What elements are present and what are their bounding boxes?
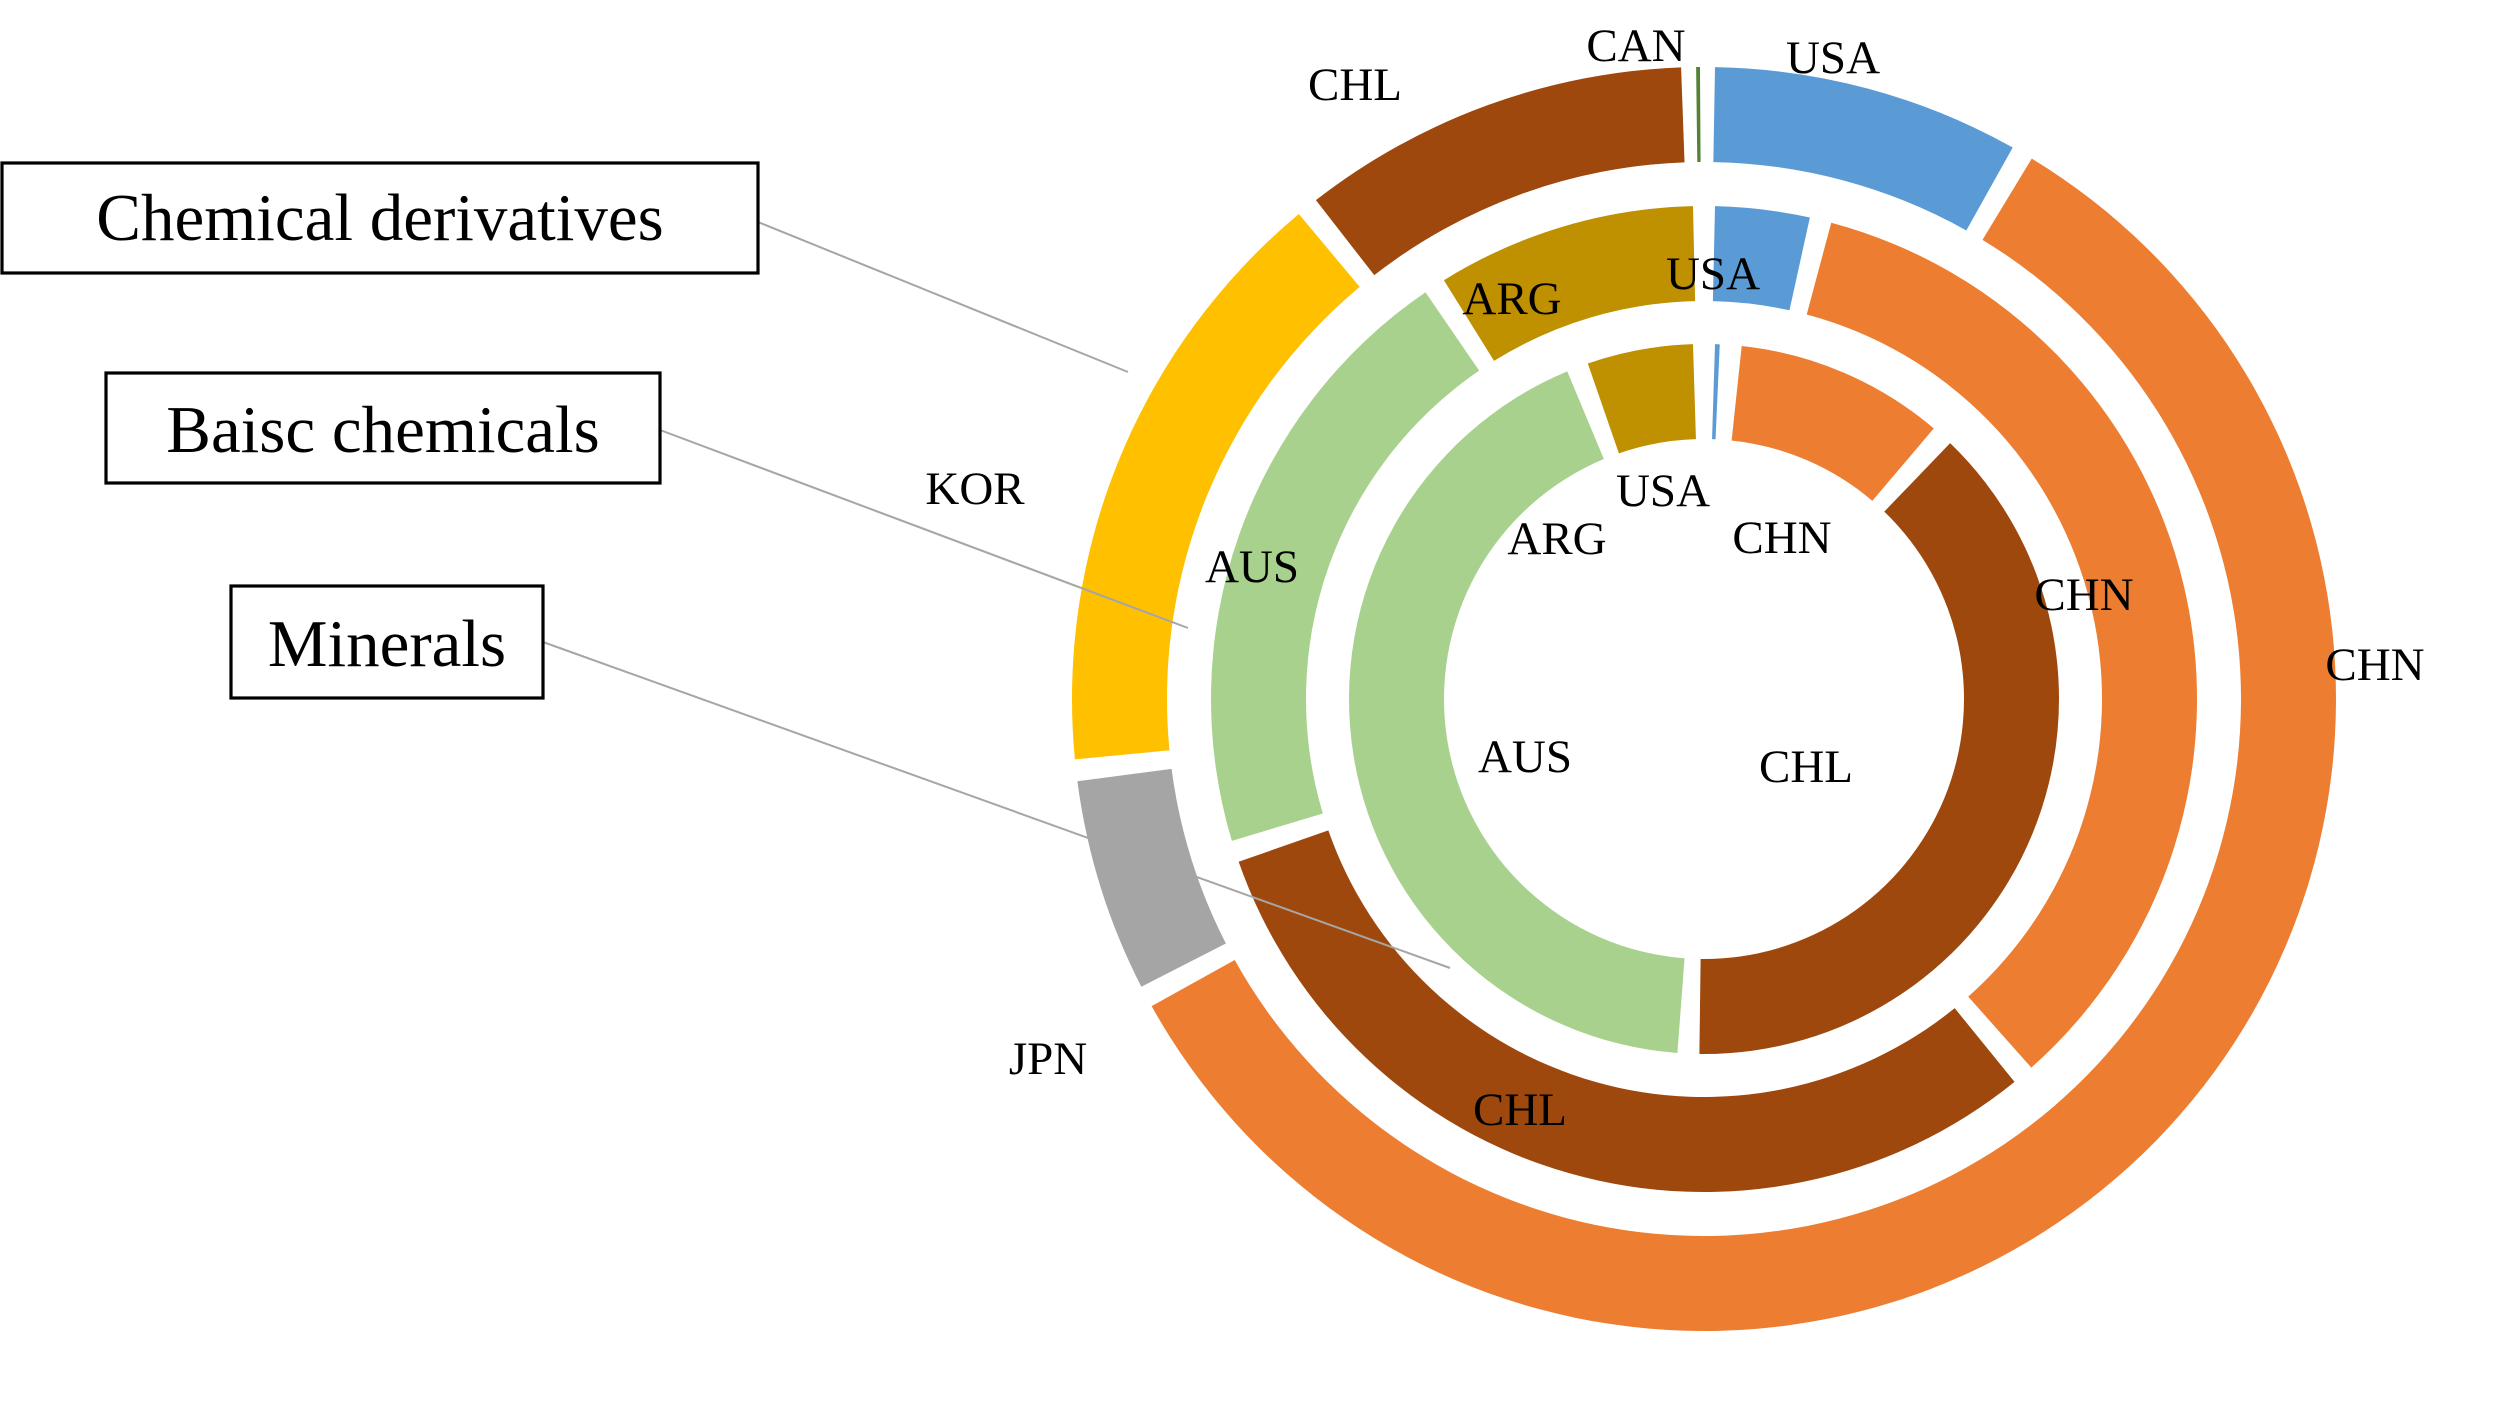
segment-label-baisc-chemicals-arg: ARG [1462, 273, 1561, 325]
legend-box-minerals [229, 584, 545, 700]
legend-box-chemical-derivatives [0, 161, 760, 275]
segment-label-minerals-chn: CHN [1732, 512, 1831, 564]
segment-label-chemical-derivatives-usa: USA [1786, 32, 1880, 84]
segment-label-minerals-arg: ARG [1507, 513, 1606, 565]
segment-label-minerals-aus: AUS [1478, 731, 1572, 783]
segment-chemical-derivatives-can [1696, 67, 1701, 163]
legend-text-chemical-derivatives: Chemical derivatives [96, 181, 663, 255]
segment-label-chemical-derivatives-kor: KOR [925, 463, 1025, 515]
legend-text-basic-chemicals: Baisc chemicals [166, 393, 599, 467]
segment-baisc-chemicals-usa [1712, 206, 1810, 311]
rings-layer [1071, 67, 2336, 1331]
segment-minerals-usa [1712, 344, 1720, 440]
segment-chemical-derivatives-chl [1315, 67, 1685, 276]
segment-label-minerals-usa: USA [1616, 465, 1710, 517]
segment-label-chemical-derivatives-jpn: JPN [1009, 1033, 1087, 1085]
ring-minerals [1349, 344, 2060, 1054]
segment-label-baisc-chemicals-aus: AUS [1205, 541, 1299, 593]
segment-minerals-chl [1699, 443, 2060, 1054]
legend: Chemical derivatives Baisc chemicals Min… [0, 161, 760, 700]
segment-chemical-derivatives-jpn [1077, 768, 1226, 987]
leader-line-baisc-chemicals [659, 429, 1189, 629]
leader-lines [542, 221, 1451, 969]
segment-label-chemical-derivatives-chn: CHN [2325, 639, 2424, 691]
leader-line-chemical-derivatives [757, 221, 1129, 373]
segment-minerals-aus [1349, 371, 1685, 1053]
segment-label-baisc-chemicals-chl: CHL [1473, 1084, 1567, 1136]
segment-baisc-chemicals-chn [1806, 222, 2197, 1068]
leader-line-minerals [542, 641, 1451, 969]
ring-baisc-chemicals [1211, 206, 2197, 1193]
segment-label-baisc-chemicals-chn: CHN [2034, 569, 2133, 621]
legend-box-basic-chemicals [104, 371, 662, 485]
segment-chemical-derivatives-usa [1713, 67, 2013, 231]
segment-label-baisc-chemicals-usa: USA [1666, 248, 1760, 300]
legend-item-chemical-derivatives: Chemical derivatives [0, 161, 760, 275]
legend-item-basic-chemicals: Baisc chemicals [104, 371, 662, 485]
segment-baisc-chemicals-chl [1238, 830, 2015, 1193]
legend-item-minerals: Minerals [229, 584, 545, 700]
ring-chemical-derivatives [1071, 67, 2336, 1331]
segment-label-chemical-derivatives-chl: CHL [1308, 59, 1402, 111]
segment-label-minerals-chl: CHL [1759, 741, 1853, 793]
legend-text-minerals: Minerals [268, 607, 506, 681]
segment-minerals-arg [1587, 344, 1696, 454]
segment-labels: USACHNCHLAUSARGUSACHNCHLAUSARGUSACHNJPNK… [925, 20, 2424, 1136]
segment-minerals-chn [1731, 346, 1934, 501]
segment-chemical-derivatives-kor [1071, 213, 1360, 760]
segment-baisc-chemicals-arg [1443, 206, 1696, 361]
segment-label-chemical-derivatives-can: CAN [1586, 20, 1685, 72]
segment-baisc-chemicals-aus [1211, 292, 1480, 841]
